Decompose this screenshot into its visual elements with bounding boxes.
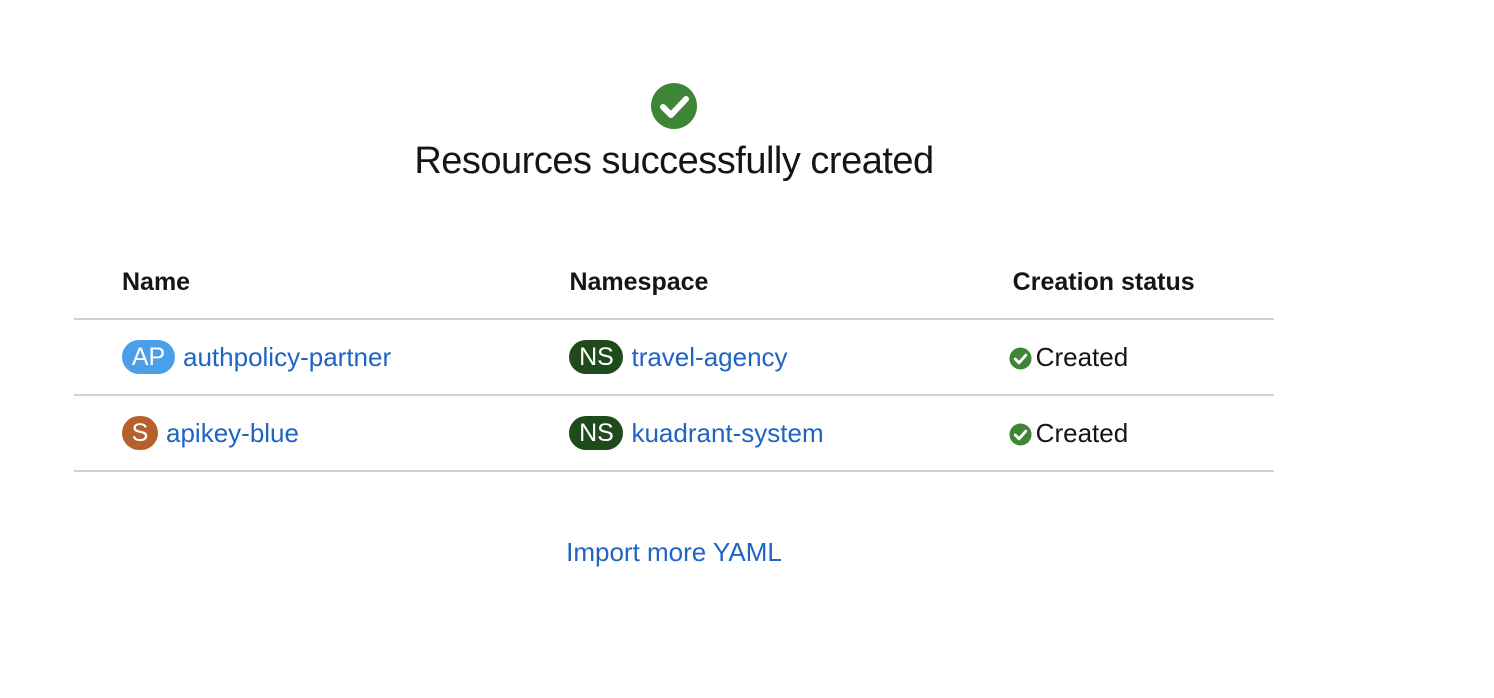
status-cell: Created	[1009, 319, 1274, 396]
column-header-namespace: Namespace	[569, 246, 1013, 320]
check-circle-icon	[1009, 346, 1032, 370]
status-text: Created	[1035, 417, 1129, 448]
namespace-link-travel-agency[interactable]: travel-agency	[631, 341, 788, 372]
check-circle-icon	[1009, 422, 1032, 446]
column-header-creation-status: Creation status	[1012, 246, 1274, 320]
import-more-yaml-link[interactable]: Import more YAML	[566, 537, 782, 567]
authpolicy-kind-badge: AP	[122, 340, 175, 374]
namespace-kind-badge: NS	[569, 340, 624, 374]
check-circle-icon	[651, 83, 697, 129]
namespace-kind-badge: NS	[569, 416, 624, 450]
status-cell: Created	[1009, 395, 1274, 472]
namespace-cell: NS travel-agency	[569, 319, 1013, 396]
status-text: Created	[1035, 341, 1129, 372]
column-header-name: Name	[74, 246, 570, 320]
resource-link-apikey-blue[interactable]: apikey-blue	[166, 417, 299, 448]
import-more-yaml-container: Import more YAML	[0, 537, 1348, 568]
secret-kind-badge: S	[122, 416, 158, 450]
namespace-cell: NS kuadrant-system	[569, 395, 1013, 472]
table-header-row: Name Namespace Creation status	[74, 246, 1274, 320]
resources-table: Name Namespace Creation status AP authpo…	[74, 246, 1274, 472]
name-cell: AP authpolicy-partner	[74, 319, 570, 396]
namespace-link-kuadrant-system[interactable]: kuadrant-system	[631, 417, 824, 448]
table-row: S apikey-blue NS kuadrant-system Created	[74, 395, 1274, 472]
name-cell: S apikey-blue	[74, 395, 570, 472]
table-row: AP authpolicy-partner NS travel-agency C…	[74, 319, 1274, 396]
page-title: Resources successfully created	[414, 140, 934, 182]
resource-link-authpolicy-partner[interactable]: authpolicy-partner	[183, 341, 392, 372]
